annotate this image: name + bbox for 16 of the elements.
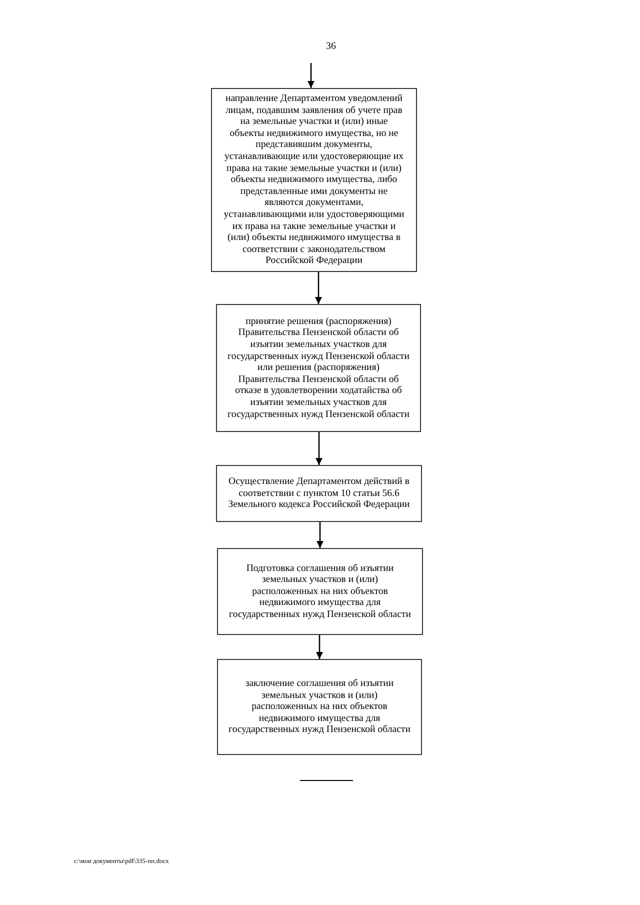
arrow bbox=[316, 522, 324, 548]
process-text: принятие решения (распоряжения) Правительства Пензенской области об изъятии земельных участков для государственных нужд Пензенской области или решения (распоряжения) Правительства Пензенской области об отказе в удовлетворении ходатайства об изъятии земельных участков для государственных нужд Пензенской области bbox=[227, 316, 410, 420]
process-box bbox=[216, 304, 421, 432]
process-text: Осуществление Департаментом действий в соответствии с пунктом 10 статьи 56.6 Земельного кодекса Российской Федерации bbox=[227, 476, 411, 511]
process-box bbox=[216, 465, 422, 522]
process-box bbox=[217, 659, 422, 755]
process-text: направление Департаментом уведомлений лицам, подавшим заявления об учете прав на земельные участки и (или) иные объекты недвижимого имущества, но не представившим документы, устанавливающие или удостоверяющие их права на такие земельные участки и (или) объекты недвижимого имущества, либо представленные ими документы не являются документами, устанавливающими или удостоверяющими их права на такие земельные участки и (или) объекты недвижимого имущества в соответствии с законодательством Российской Федерации bbox=[222, 93, 406, 267]
arrow bbox=[315, 272, 322, 304]
page-number: 36 bbox=[326, 40, 336, 54]
process-box bbox=[211, 88, 417, 272]
arrow bbox=[316, 432, 322, 465]
arrow bbox=[308, 63, 314, 88]
process-text: заключение соглашения об изъятии земельных участков и (или) расположенных на них объектов недвижимого имущества для государственных нужд Пензенской области bbox=[228, 678, 411, 736]
arrow bbox=[316, 635, 323, 659]
process-box bbox=[217, 548, 423, 635]
process-text: Подготовка соглашения об изъятии земельных участков и (или) расположенных на них объектов недвижимого имущества для государственных нужд Пензенской области bbox=[228, 562, 412, 620]
